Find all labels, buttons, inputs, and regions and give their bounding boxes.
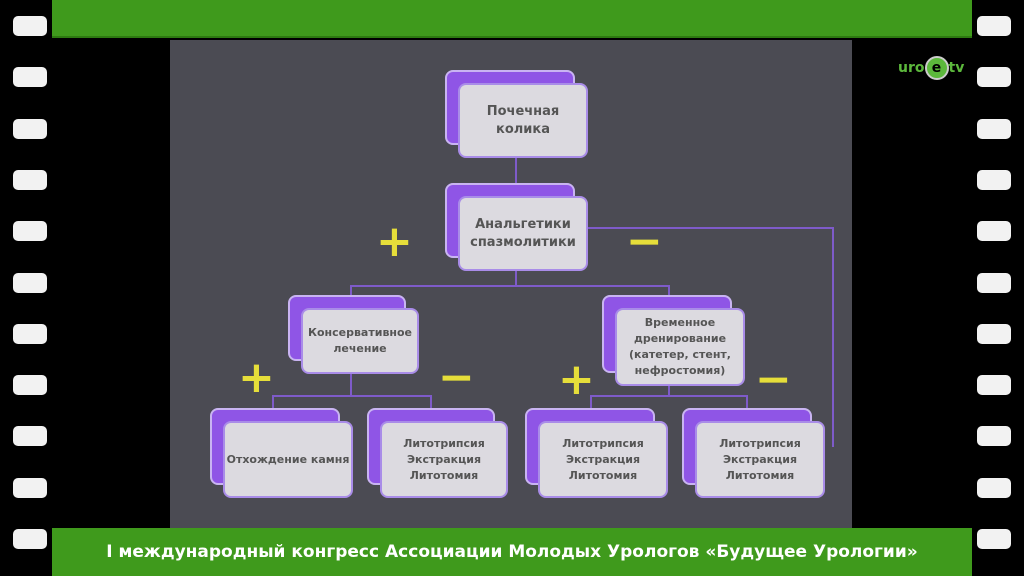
film-perforation	[977, 375, 1011, 396]
node-text: Литотрипсия	[719, 436, 801, 450]
connector	[430, 395, 432, 409]
connector	[832, 227, 834, 447]
film-perforation	[13, 221, 47, 242]
connector	[746, 395, 748, 409]
node-text: Почечная	[486, 103, 560, 119]
connector	[350, 285, 670, 287]
film-perforation	[13, 16, 47, 36]
node-root: Почечная колика	[458, 83, 588, 158]
node-text: нефростомия)	[634, 364, 726, 377]
node-text: Литотрипсия	[562, 436, 644, 450]
film-perforation	[977, 169, 1011, 190]
plus-sign: +	[558, 354, 595, 405]
plus-sign: +	[376, 216, 413, 267]
connector	[272, 395, 432, 397]
node-text: Литотомия	[568, 468, 638, 482]
film-perforation	[977, 118, 1011, 139]
film-perforation	[13, 529, 47, 549]
footer-title: I международный конгресс Ассоциации Моло…	[106, 542, 918, 562]
film-perforation	[977, 477, 1011, 498]
film-perforation	[977, 529, 1011, 549]
connector	[272, 395, 274, 409]
film-perforation	[977, 426, 1011, 447]
logo-icon: e	[924, 56, 949, 80]
film-perforation	[13, 118, 47, 139]
film-perforation	[13, 477, 47, 498]
minus-sign: −	[438, 352, 475, 403]
node-leaf1: Отхождение камня	[223, 421, 353, 498]
node-text: дренирование	[633, 332, 727, 345]
film-perforation	[13, 169, 47, 190]
node-text: лечение	[333, 342, 387, 355]
film-perforation	[977, 272, 1011, 293]
node-text: (катетер, стент,	[629, 348, 731, 361]
node-text: Литотрипсия	[403, 436, 485, 450]
connector	[350, 370, 352, 396]
film-perforation	[977, 67, 1011, 88]
connector	[588, 227, 834, 229]
node-text: Временное	[644, 316, 716, 329]
top-banner	[52, 0, 972, 38]
film-perforation	[977, 221, 1011, 242]
connector	[668, 383, 670, 396]
minus-sign: −	[755, 354, 792, 405]
node-text: Литотомия	[725, 468, 795, 482]
node-text: Консервативное	[307, 326, 413, 339]
connector	[668, 285, 670, 297]
node-text: Отхождение камня	[226, 452, 350, 466]
node-left: Консервативное лечение	[301, 308, 419, 374]
node-text: Экстракция	[406, 452, 482, 466]
minus-sign: −	[626, 216, 663, 267]
node-text: спазмолитики	[470, 234, 576, 250]
node-text: Экстракция	[722, 452, 798, 466]
film-perforation	[977, 323, 1011, 344]
footer-banner: I международный конгресс Ассоциации Моло…	[52, 528, 972, 576]
film-perforation	[13, 375, 47, 396]
node-right: Временное дренирование (катетер, стент, неф…	[615, 308, 745, 386]
connector	[590, 395, 748, 397]
connector	[350, 285, 352, 297]
film-perforation	[13, 323, 47, 344]
node-level1: Анальгетики спазмолитики	[458, 196, 588, 271]
node-text: Литотомия	[409, 468, 479, 482]
node-text: колика	[496, 121, 550, 137]
film-perforation	[977, 16, 1011, 36]
node-text: Экстракция	[565, 452, 641, 466]
logo-text: tv	[948, 60, 965, 76]
logo-text: uro	[898, 60, 925, 76]
film-perforation	[13, 426, 47, 447]
plus-sign: +	[238, 352, 275, 403]
film-perforation	[13, 272, 47, 293]
film-perforation	[13, 67, 47, 88]
node-text: Анальгетики	[475, 216, 571, 232]
connector	[590, 395, 592, 409]
